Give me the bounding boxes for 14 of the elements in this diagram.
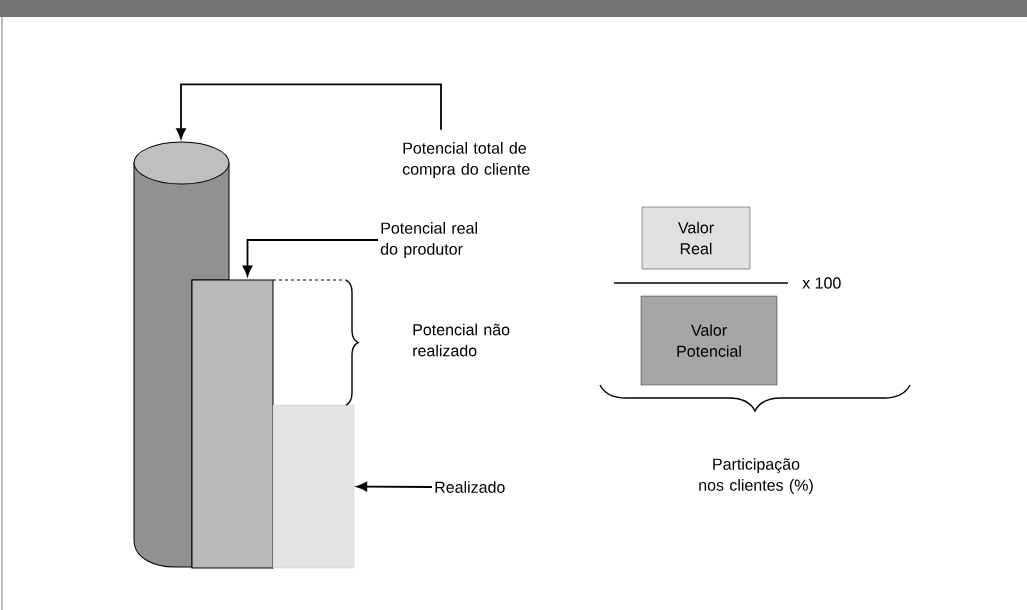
formula-label: Participação nos clientes (%) (699, 458, 813, 494)
arrow (176, 83, 442, 139)
bar (191, 279, 274, 569)
value-box: Valor Real (641, 206, 751, 270)
bar (272, 404, 355, 569)
callout-text: Realizado (435, 481, 505, 493)
callout-text: Potencial total de compra do cliente (402, 142, 530, 178)
arrow (356, 481, 433, 492)
callout-text: Potencial não realizado (413, 323, 510, 357)
formula-label: x 100 (802, 277, 841, 289)
value-box: Valor Potencial (640, 295, 778, 386)
callout-text: Potencial real do produtor (380, 222, 477, 258)
arrow (242, 239, 379, 277)
cylinder (133, 141, 230, 568)
